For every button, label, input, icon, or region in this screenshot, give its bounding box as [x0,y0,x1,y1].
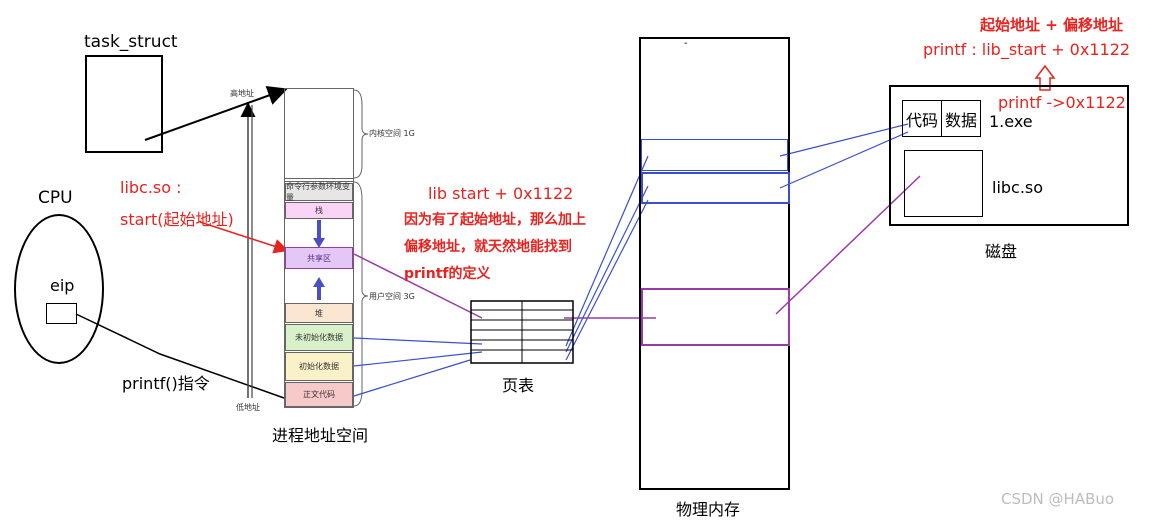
physical-memory-caption: 物理内存 [676,500,741,519]
segment-label: 正文代码 [303,390,335,399]
segment-label: 共享区 [307,253,331,263]
watermark: CSDN @HABuo [1001,490,1115,508]
eip-label: eip [50,276,75,295]
disk-data-box: 数据 [941,100,981,137]
address-space-caption: 进程地址空间 [272,426,369,445]
disk-box [889,85,1129,226]
disk-code-label: 代码 [905,110,938,130]
disk-data-label: 数据 [944,110,977,130]
user-space-label: 用户空间 3G [369,292,415,301]
eip-register-box [46,303,77,324]
page-table-grid [470,300,574,364]
page-table-caption: 页表 [502,376,535,395]
segment-shared: 共享区 [285,247,353,269]
address-space-column [284,88,354,408]
segment-heap: 堆 [285,303,353,323]
top-note-line1: 起始地址 + 偏移地址 [980,16,1124,34]
formula-label: lib start + 0x1122 [428,184,574,203]
segment-label: 堆 [315,308,323,318]
physical-frame-code [641,139,788,171]
kernel-space-label: 内核空间 1G [369,129,415,138]
middle-note-line1: 因为有了起始地址，那么加上 [404,212,586,228]
segment-label: 初始化数据 [299,362,339,371]
libc-label: libc.so [992,178,1044,197]
middle-note-line3: printf的定义 [404,266,491,282]
page-table [470,300,574,364]
top-note-line3: printf ->0x1122 [998,93,1126,112]
exe-label: 1.exe [989,112,1033,131]
disk-libc-box [904,150,983,217]
segment-data: 初始化数据 [285,352,353,381]
low-address-label: 低地址 [236,403,260,412]
segment-text: 正文代码 [285,382,353,407]
top-note-line2: printf : lib_start + 0x1122 [923,40,1131,59]
cpu-ellipse [14,214,104,364]
user-space-brace [353,181,369,407]
libc-note-line2: start(起始地址) [120,210,234,229]
high-address-label: 高地址 [230,89,254,98]
segment-label: 命令行参数环境变量 [286,182,350,202]
task-struct-box [85,55,163,153]
physical-frame-libc [641,288,790,346]
segment-stack: 栈 [285,202,353,219]
disk-caption: 磁盘 [985,242,1018,261]
kernel-user-divider [284,178,354,182]
segment-label: 栈 [315,206,323,215]
segment-label: 未初始化数据 [295,333,343,342]
physical-frame-data [641,172,790,204]
segment-cmdline-env: 命令行参数环境变量 [285,182,353,202]
task-struct-title: task_struct [84,32,178,52]
segment-bss: 未初始化数据 [285,324,353,351]
disk-code-box: 代码 [902,100,942,137]
physical-memory-dash: - [684,38,688,49]
cpu-label: CPU [38,188,73,208]
physical-memory-box [639,37,790,490]
libc-note-line1: libc.so : [120,178,182,197]
middle-note-line2: 偏移地址，就天然地能找到 [404,239,572,255]
printf-instruction-label: printf()指令 [122,374,210,393]
kernel-space-brace [353,89,369,179]
task-struct-pointer-line [144,86,288,141]
